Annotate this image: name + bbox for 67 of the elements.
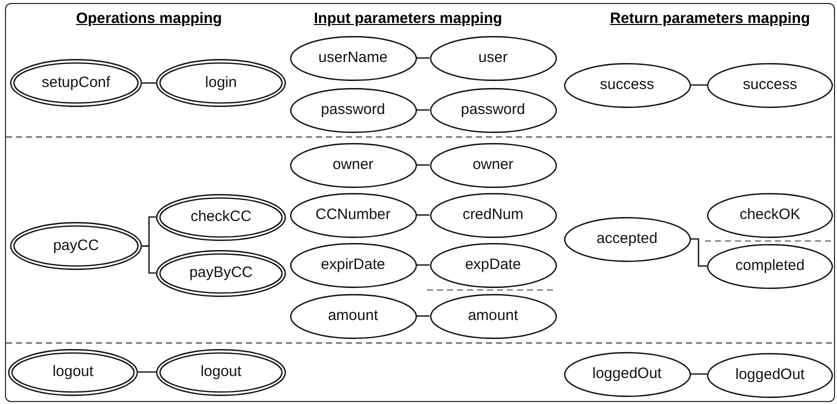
ellipse <box>430 294 556 338</box>
ellipse <box>430 192 556 238</box>
ellipse <box>290 88 416 132</box>
double-ellipse <box>10 222 142 270</box>
node-label: password <box>320 100 386 120</box>
ellipse <box>564 216 690 262</box>
connector-line <box>416 214 430 216</box>
node-label: completed <box>735 256 805 276</box>
ellipse <box>707 62 833 108</box>
node-label: expirDate <box>320 254 386 275</box>
node-label: success <box>600 74 654 95</box>
connector-line <box>142 245 156 274</box>
ellipse <box>707 244 833 288</box>
connector-line <box>690 238 707 267</box>
node-label: checkOK <box>740 204 800 225</box>
ellipse <box>430 88 556 132</box>
node-label: amount <box>468 306 518 326</box>
node-label: success <box>742 74 798 95</box>
connector-line <box>416 109 430 111</box>
node-label: setupConf <box>42 72 110 93</box>
node-label: login <box>205 72 237 93</box>
node-label: payByCC <box>189 262 253 283</box>
node-label: payCC <box>53 236 99 256</box>
ellipse <box>564 352 690 396</box>
node-label: amount <box>328 306 378 326</box>
column-heading: Operations mapping <box>76 9 222 29</box>
ellipse <box>290 294 416 338</box>
connector-line <box>416 164 430 166</box>
node-label: checkCC <box>190 206 252 227</box>
column-heading: Return parameters mapping <box>610 9 810 29</box>
ellipse <box>290 142 416 188</box>
connector-line <box>690 373 707 375</box>
ellipse <box>564 62 690 108</box>
node-label: expDate <box>465 254 521 275</box>
ellipse <box>707 192 833 238</box>
double-ellipse <box>8 348 138 396</box>
double-ellipse <box>156 194 286 240</box>
double-ellipse <box>10 59 142 107</box>
ellipse <box>290 242 416 288</box>
ellipse <box>290 36 416 80</box>
column-heading: Input parameters mapping <box>314 9 502 29</box>
node-label: password <box>460 100 526 120</box>
node-label: logout <box>200 362 242 382</box>
node-label: credNum <box>462 204 524 225</box>
connector-line <box>142 82 156 84</box>
ellipse <box>430 36 556 80</box>
node-label: logout <box>52 362 94 382</box>
connector-line <box>416 264 430 266</box>
ellipse <box>290 192 416 238</box>
ellipse <box>430 242 556 288</box>
node-label: user <box>478 48 508 68</box>
double-ellipse <box>156 348 286 396</box>
node-label: loggedOut <box>735 364 805 385</box>
connector-line <box>690 84 707 86</box>
connector-line <box>416 57 430 59</box>
ellipse <box>707 352 833 398</box>
node-label: CCNumber <box>315 204 390 225</box>
ellipse <box>430 142 556 188</box>
node-label: owner <box>332 154 374 175</box>
double-ellipse <box>156 250 286 296</box>
node-label: userName <box>318 48 388 68</box>
node-label: loggedOut <box>592 364 662 384</box>
node-label: owner <box>472 154 514 175</box>
connector-line <box>138 371 156 373</box>
node-label: accepted <box>596 228 658 249</box>
double-ellipse <box>156 59 286 107</box>
connector-line <box>416 315 430 317</box>
